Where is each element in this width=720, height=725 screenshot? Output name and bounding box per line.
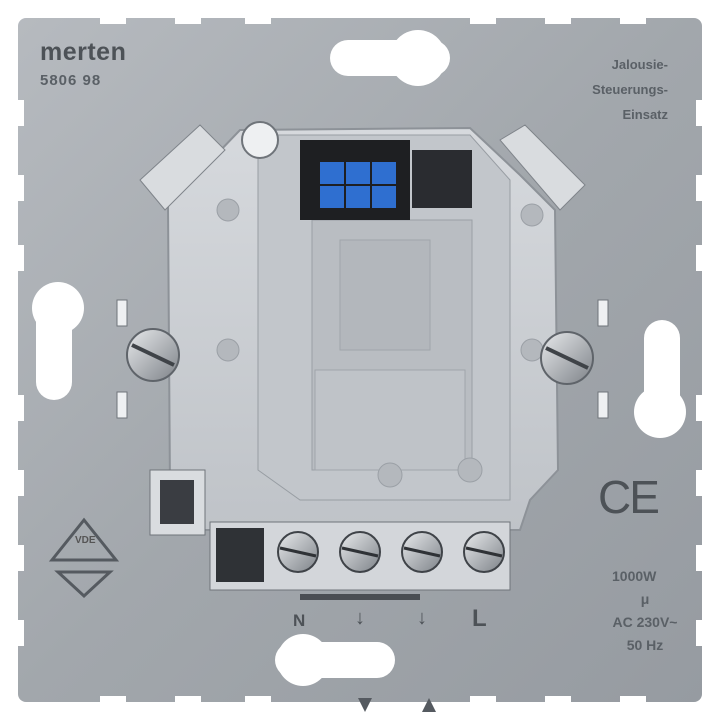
keyhole-slot-top: [330, 30, 450, 86]
brand-logo: merten: [40, 38, 127, 66]
description-line-2: Steuerungs-: [592, 82, 668, 97]
rating-specs: 1000W μ AC 230V~ 50 Hz: [600, 565, 690, 657]
terminal-label-down-2: ↓: [417, 607, 427, 629]
product-description: Jalousie- Steuerungs- Einsatz: [592, 52, 668, 127]
description-line-1: Jalousie-: [611, 57, 668, 72]
vde-label: VDE: [75, 535, 96, 546]
terminal-label-n: N: [293, 611, 306, 630]
ce-mark: CE: [598, 471, 660, 523]
description-line-3: Einsatz: [622, 107, 668, 122]
spec-voltage: AC 230V~: [612, 614, 678, 630]
side-screw-left: [126, 328, 180, 382]
keyhole-slot-bottom: [275, 634, 395, 686]
spec-micro: μ: [640, 591, 650, 607]
terminal-label-down-1: ↓: [355, 607, 365, 629]
spec-power: 1000W: [612, 568, 657, 584]
spec-frequency: 50 Hz: [626, 637, 664, 653]
keyhole-slot-right: [634, 320, 686, 438]
terminal-label-l: L: [472, 605, 487, 632]
vde-mark: [48, 517, 120, 599]
keyhole-slot-left: [32, 282, 84, 400]
part-number: 5806 98: [40, 72, 102, 89]
side-screw-right: [540, 331, 594, 385]
insert-housing: [139, 121, 586, 531]
connector-socket: [300, 140, 472, 220]
terminal-block: [149, 469, 511, 600]
